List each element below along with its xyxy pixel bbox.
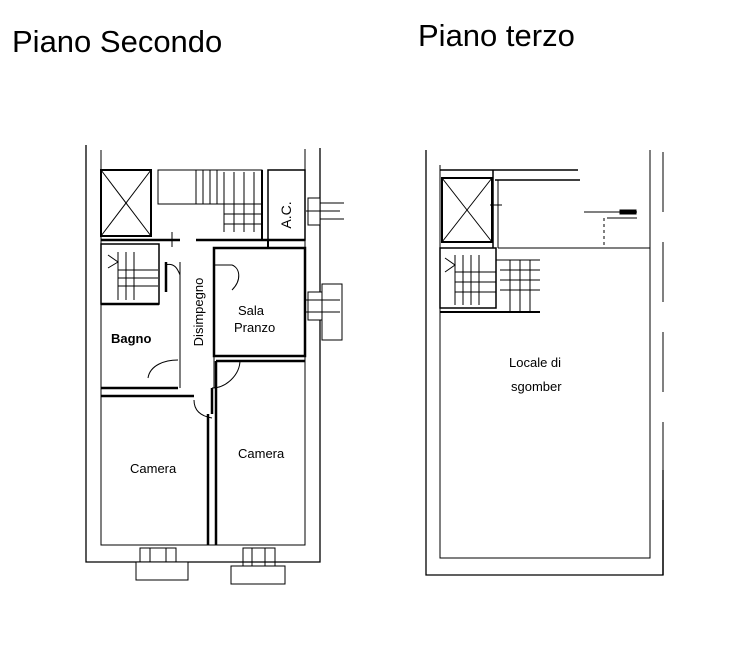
label-sala: Sala <box>238 303 265 318</box>
label-camera-right: Camera <box>238 446 285 461</box>
stair-left <box>107 252 158 300</box>
label-locale: Locale di <box>509 355 561 370</box>
plan-secondo <box>85 145 344 585</box>
room-sala-pranzo <box>212 246 307 358</box>
shaft-box <box>100 169 152 237</box>
outer-wall-left <box>85 145 321 563</box>
plan-terzo <box>425 150 664 576</box>
floor-title-terzo: Piano terzo <box>418 18 575 53</box>
label-pranzo: Pranzo <box>234 320 275 335</box>
label-disimpegno: Disimpegno <box>191 278 206 347</box>
label-camera-left: Camera <box>130 461 177 476</box>
label-ac: A.C. <box>278 201 294 228</box>
label-sgomber: sgomber <box>511 379 562 394</box>
label-bagno: Bagno <box>111 331 152 346</box>
shaft-box-right <box>441 177 493 243</box>
stair-right <box>444 255 540 312</box>
stair-top <box>195 170 262 232</box>
floor-title-secondo: Piano Secondo <box>12 24 223 59</box>
